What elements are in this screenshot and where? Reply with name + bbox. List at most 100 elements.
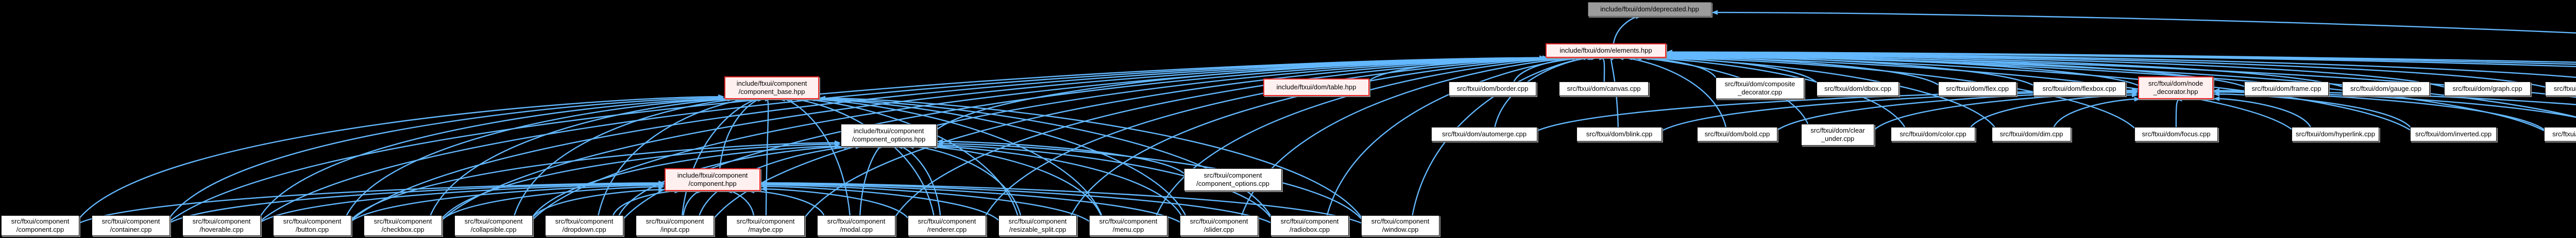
graph-node-label: include/ftxui/component bbox=[853, 127, 924, 135]
graph-node-label: /component_base.hpp bbox=[738, 88, 805, 96]
edge-focus-el bbox=[1659, 57, 2135, 129]
graph-node-focus[interactable]: src/ftxui/dom/focus.cpp bbox=[2134, 127, 2218, 141]
graph-node-flexbox[interactable]: src/ftxui/dom/flexbox.cpp bbox=[2033, 82, 2126, 96]
edge-cinput-co bbox=[699, 146, 857, 216]
graph-node-hyperlink[interactable]: src/ftxui/dom/hyperlink.cpp bbox=[2292, 127, 2379, 141]
edge-ccomponent-cb bbox=[79, 96, 720, 219]
graph-node-label: /maybe.cpp bbox=[748, 226, 783, 233]
graph-node-blink[interactable]: src/ftxui/dom/blink.cpp bbox=[1577, 127, 1662, 141]
graph-node-label: src/ftxui/dom/frame.cpp bbox=[2251, 85, 2321, 92]
graph-node-dbox[interactable]: src/ftxui/dom/dbox.cpp bbox=[1817, 82, 1899, 96]
graph-node-label: src/ftxui/dom/inverted.cpp bbox=[2415, 130, 2492, 138]
edge-cdropdown-co bbox=[618, 146, 846, 216]
graph-node-label: src/ftxui/dom/hyperlink.cpp bbox=[2296, 130, 2375, 138]
graph-node-bold[interactable]: src/ftxui/dom/bold.cpp bbox=[1697, 127, 1777, 141]
graph-node-cb[interactable]: include/ftxui/component/component_base.h… bbox=[724, 76, 819, 99]
graph-node-color[interactable]: src/ftxui/dom/color.cpp bbox=[1891, 127, 1975, 141]
graph-node-ccomponent[interactable]: src/ftxui/component/component.cpp bbox=[1, 215, 79, 236]
graph-node-label: /component_options.cpp bbox=[1196, 180, 1269, 187]
edge-cwindow-c bbox=[765, 182, 1362, 224]
graph-node-gauge[interactable]: src/ftxui/dom/gauge.cpp bbox=[2342, 82, 2430, 96]
graph-node-gridbox[interactable]: src/ftxui/dom/gridbox.cpp bbox=[2545, 82, 2576, 96]
graph-node-label: src/ftxui/dom/blink.cpp bbox=[1586, 130, 1653, 138]
edge-cmaybe-el bbox=[804, 57, 1567, 218]
arrowhead bbox=[2213, 88, 2219, 93]
graph-node-co[interactable]: include/ftxui/component/component_option… bbox=[841, 124, 937, 147]
graph-node-frame[interactable]: src/ftxui/dom/frame.cpp bbox=[2244, 82, 2329, 96]
arrowhead bbox=[2132, 92, 2138, 98]
graph-node-label: src/ftxui/component bbox=[464, 217, 523, 225]
graph-node-clearunder[interactable]: src/ftxui/dom/clear_under.cpp bbox=[1801, 124, 1874, 146]
graph-node-compdec[interactable]: src/ftxui/dom/composite_decorator.cpp bbox=[1716, 77, 1804, 99]
graph-node-label: /button.cpp bbox=[295, 226, 329, 233]
graph-node-cmaybe[interactable]: src/ftxui/component/maybe.cpp bbox=[726, 215, 805, 236]
graph-node-cmodal[interactable]: src/ftxui/component/modal.cpp bbox=[817, 215, 895, 236]
graph-node-cslider[interactable]: src/ftxui/component/slider.cpp bbox=[1180, 215, 1258, 236]
graph-node-dep[interactable]: include/ftxui/dom/deprecated.hpp bbox=[1588, 2, 1711, 17]
graph-node-cmenu[interactable]: src/ftxui/component/menu.cpp bbox=[1089, 215, 1167, 236]
graph-node-label: src/ftxui/component bbox=[1204, 171, 1262, 179]
edge-cwindow-co bbox=[941, 143, 1362, 219]
edge-ccheckbox-co bbox=[442, 144, 837, 219]
graph-node-label: src/ftxui/dom/clear bbox=[1810, 126, 1865, 134]
graph-node-label: src/ftxui/dom/border.cpp bbox=[1456, 85, 1529, 92]
graph-node-tb[interactable]: include/ftxui/dom/table.hpp bbox=[1263, 78, 1369, 96]
graph-node-label: /menu.cpp bbox=[1112, 226, 1144, 233]
graph-node-nd[interactable]: src/ftxui/dom/node_decorator.hpp bbox=[2138, 76, 2213, 99]
edge-choverable-c bbox=[260, 183, 660, 223]
graph-node-italic[interactable]: src/ftxui/dom/italic.cpp bbox=[2544, 127, 2576, 141]
graph-node-label: /modal.cpp bbox=[840, 226, 873, 233]
graph-node-cresizable[interactable]: src/ftxui/component/resizable_split.cpp bbox=[998, 215, 1077, 236]
graph-node-automerge[interactable]: src/ftxui/dom/automerge.cpp bbox=[1431, 127, 1537, 141]
graph-node-canvas[interactable]: src/ftxui/dom/canvas.cpp bbox=[1559, 82, 1649, 96]
graph-node-label: src/ftxui/dom/flex.cpp bbox=[1945, 85, 2009, 92]
edge-cslider-cb bbox=[813, 98, 1187, 216]
graph-node-label: src/ftxui/dom/graph.cpp bbox=[2452, 85, 2522, 92]
graph-node-flex[interactable]: src/ftxui/dom/flex.cpp bbox=[1938, 82, 2016, 96]
edge-hbox-el bbox=[1670, 52, 2576, 78]
edge-cmodal-c bbox=[752, 190, 825, 216]
graph-node-cbutton[interactable]: src/ftxui/component/button.cpp bbox=[273, 215, 351, 236]
graph-node-label: src/ftxui/dom/gridbox.cpp bbox=[2553, 85, 2576, 92]
graph-node-label: src/ftxui/dom/composite bbox=[1724, 80, 1795, 88]
edge-text-el bbox=[1670, 51, 2576, 63]
graph-node-label: src/ftxui/dom/node bbox=[2148, 80, 2204, 87]
edge-inverted-el bbox=[1670, 56, 2411, 131]
graph-node-crenderer[interactable]: src/ftxui/component/renderer.cpp bbox=[908, 215, 986, 236]
graph-node-label: src/ftxui/dom/flexbox.cpp bbox=[2042, 85, 2116, 92]
graph-node-cdropdown[interactable]: src/ftxui/component/dropdown.cpp bbox=[545, 215, 623, 236]
graph-node-ccollapsible[interactable]: src/ftxui/component/collapsible.cpp bbox=[454, 215, 533, 236]
edge-cslider-c bbox=[765, 183, 1180, 223]
graph-node-label: _decorator.hpp bbox=[2153, 88, 2198, 96]
graph-node-c[interactable]: include/ftxui/component/component.hpp bbox=[665, 168, 760, 191]
graph-node-inverted[interactable]: src/ftxui/dom/inverted.cpp bbox=[2410, 127, 2497, 141]
graph-node-cwindow[interactable]: src/ftxui/component/window.cpp bbox=[1361, 215, 1439, 236]
graph-node-label: /slider.cpp bbox=[1204, 226, 1234, 233]
arrowhead bbox=[937, 141, 943, 146]
edge-choverable-cb bbox=[260, 98, 722, 216]
edge-ccheckbox-el bbox=[442, 57, 1552, 220]
edge-scrollind-el bbox=[1670, 54, 2576, 98]
graph-node-ccheckbox[interactable]: src/ftxui/component/checkbox.cpp bbox=[364, 215, 442, 236]
graph-node-ccontainer[interactable]: src/ftxui/component/container.cpp bbox=[92, 215, 170, 236]
edge-crenderer-c bbox=[765, 188, 908, 218]
graph-node-border[interactable]: src/ftxui/dom/border.cpp bbox=[1449, 82, 1536, 96]
arrowhead bbox=[2213, 96, 2219, 101]
edge-cmodal-el bbox=[895, 57, 1570, 217]
graph-node-label: src/ftxui/dom/bold.cpp bbox=[1704, 130, 1770, 138]
edge-cinput-el bbox=[714, 57, 1563, 219]
arrowhead bbox=[1666, 52, 1672, 57]
graph-node-choverable[interactable]: src/ftxui/component/hoverable.cpp bbox=[182, 215, 261, 236]
graph-node-label: src/ftxui/dom/canvas.cpp bbox=[1567, 85, 1641, 92]
edge-cbutton-co bbox=[351, 142, 837, 220]
graph-node-label: src/ftxui/component bbox=[1371, 217, 1430, 225]
graph-node-dim[interactable]: src/ftxui/dom/dim.cpp bbox=[1992, 127, 2071, 141]
graph-node-label: src/ftxui/component bbox=[1190, 217, 1248, 225]
edge-c-cb bbox=[719, 98, 760, 169]
graph-node-cinput[interactable]: src/ftxui/component/input.cpp bbox=[636, 215, 714, 236]
graph-node-cocpp[interactable]: src/ftxui/component/component_options.cp… bbox=[1184, 168, 1282, 191]
graph-node-label: /renderer.cpp bbox=[927, 226, 967, 233]
graph-node-cradiobox[interactable]: src/ftxui/component/radiobox.cpp bbox=[1270, 215, 1349, 236]
graph-node-el[interactable]: include/ftxui/dom/elements.hpp bbox=[1546, 43, 1666, 58]
graph-node-graph[interactable]: src/ftxui/dom/graph.cpp bbox=[2444, 82, 2531, 96]
